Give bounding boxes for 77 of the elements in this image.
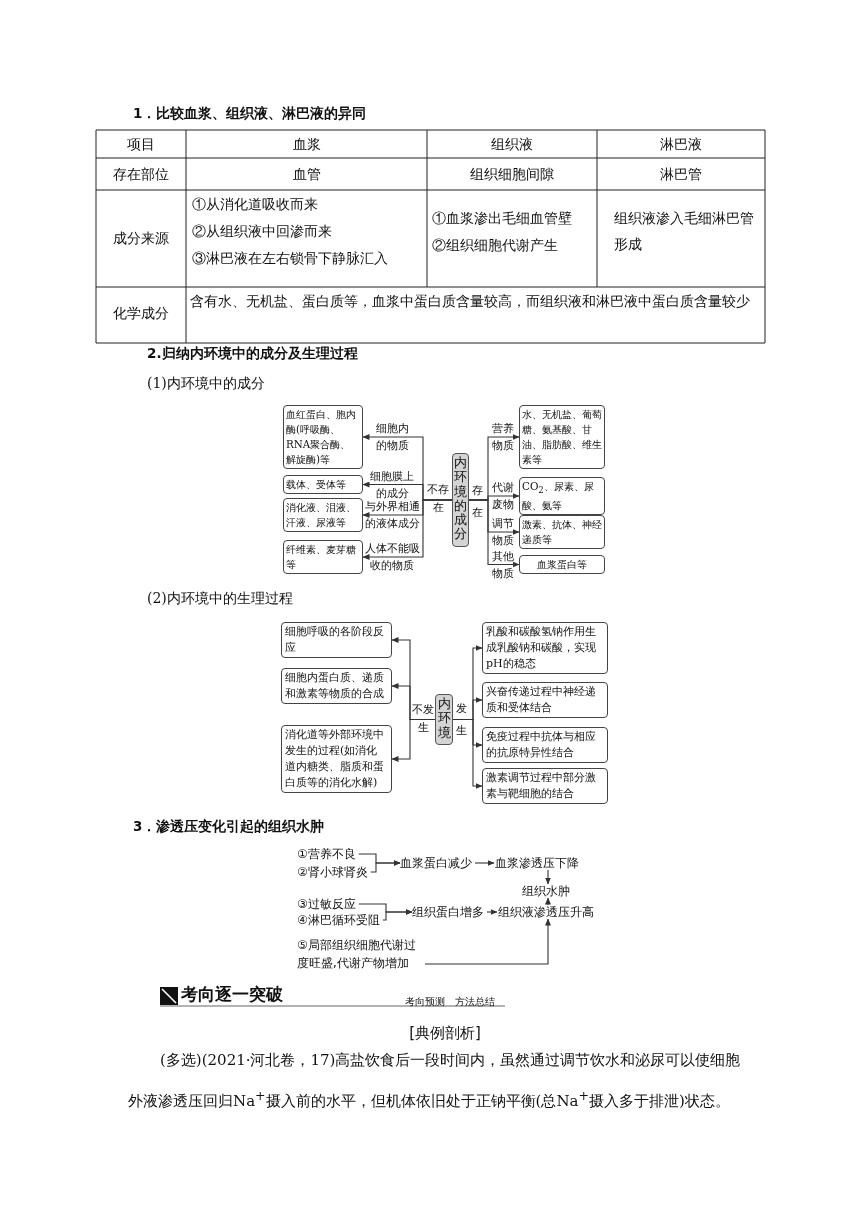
content-box: 激素、抗体、神经递质等 (519, 515, 605, 549)
example-heading: [典例剖析] (408, 1023, 482, 1043)
arrow (468, 499, 520, 568)
banner-subtitle: 方法总结 (455, 995, 496, 1009)
table-cell-text: ①从消化道吸收而来 (192, 195, 319, 214)
arrow (362, 499, 453, 560)
flow-text: 血浆蛋白减少 (400, 856, 472, 870)
flow-text: ③过敏反应 (297, 897, 356, 911)
content-box: 载体、受体等 (283, 475, 363, 494)
arrow (452, 718, 483, 789)
arrow (391, 718, 436, 762)
flow-text: 组织蛋白增多 (412, 905, 484, 919)
table-cell-text: ②组织细胞代谢产生 (432, 236, 559, 255)
subsection-heading: (1)内环境中的成分 (147, 374, 266, 393)
table-cell-text: 成分来源 (112, 229, 170, 248)
table-cell-text: ①血浆渗出毛细血管壁 (432, 209, 573, 228)
table-cell-text: ②从组织液中回渗而来 (192, 222, 333, 241)
table-cell-text: 化学成分 (112, 304, 170, 323)
edge-label: 营养物质 (491, 421, 515, 453)
flow-text: 血浆渗透压下降 (495, 856, 579, 870)
section-heading: 1．比较血浆、组织液、淋巴液的异同 (133, 104, 368, 123)
content-box: 免疫过程中抗体与相应的抗原特异性结合 (482, 727, 608, 763)
content-box: 激素调节过程中部分激素与靶细胞的结合 (482, 768, 608, 804)
content-box: 乳酸和碳酸氢钠作用生成乳酸钠和碳酸，实现pH的稳态 (482, 622, 608, 674)
content-box: 血红蛋白、胞内酶(呼吸酶、RNA聚合酶、解旋酶)等 (283, 405, 363, 469)
arrow (486, 909, 498, 915)
table-header: 血浆 (291, 135, 322, 154)
section-heading: 3．渗透压变化引起的组织水肿 (133, 817, 326, 836)
table-cell-text: 血管 (291, 165, 322, 184)
section-heading: 2.归纳内环境中的成分及生理过程 (147, 344, 359, 363)
table-cell-text: 组织细胞间隙 (469, 165, 555, 184)
topic-box: 内环境 (435, 694, 453, 745)
edge-label: 代谢废物 (491, 480, 515, 512)
edge-label: 人体不能吸收的物质 (363, 541, 421, 573)
table-cell-text: 含有水、无机盐、蛋白质等，血浆中蛋白质含量较高，而组织液和淋巴液中蛋白质含量较少 (190, 292, 751, 311)
content-box: 血浆蛋白等 (519, 555, 605, 574)
banner-title: 考向逐一突破 (181, 983, 284, 1006)
subsection-heading: (2)内环境中的生理过程 (147, 589, 294, 608)
content-box: 纤维素、麦芽糖等 (283, 540, 363, 574)
edge-label: 细胞膜上的成分 (369, 468, 415, 501)
arrow (424, 918, 551, 965)
arrow (370, 860, 401, 873)
flow-text: ②肾小球肾炎 (297, 865, 368, 879)
table-cell-text: ③淋巴液在左右锁骨下静脉汇入 (192, 249, 389, 268)
content-box: 消化液、泪液、汗液、尿液等 (283, 498, 363, 532)
content-box: 兴奋传递过程中神经递质和受体结合 (482, 682, 608, 718)
flow-text: ④淋巴循环受阻 (297, 913, 380, 927)
branch-text: 不存在 (426, 482, 450, 516)
arrow (545, 897, 551, 906)
flow-text: ①营养不良 (297, 847, 356, 861)
topic-box: 内环境的成分 (452, 453, 469, 547)
flow-text: 组织液渗透压升高 (498, 905, 594, 919)
table-cell-text: 组织液渗入毛细淋巴管形成 (614, 209, 755, 254)
question-paragraph: (多选)(2021·河北卷，17)高盐饮食后一段时间内，虽然通过调节饮水和泌尿可以使细胞外液渗透压回归Na$^{+}$摄入前的水平，但机体依旧处于正钠平衡(总Na$^{+}$摄入多于排泄)状态。 (128, 1050, 742, 1112)
table-cell-text: 淋巴管 (659, 165, 703, 184)
edge-label: 与外界相通的液体成分 (363, 499, 421, 531)
arrow (545, 869, 551, 885)
banner-subtitle: 考向预测 (405, 995, 446, 1009)
edge-label: 其他物质 (491, 548, 515, 581)
flow-text: ⑤局部组织细胞代谢过度旺盛,代谢产物增加 (297, 936, 425, 972)
table-cell-text: 存在部位 (112, 165, 170, 184)
edge-label: 细胞内的物质 (374, 421, 410, 453)
arrow (474, 860, 495, 866)
branch-text: 发生 (456, 701, 467, 739)
content-box: CO$_{2}$、尿素、尿酸、氨等 (519, 477, 605, 516)
table-header: 项目 (126, 135, 156, 154)
content-box: 细胞呼吸的各阶段反应 (281, 622, 392, 658)
content-box: 消化道等外部环境中发生的过程(如消化道内糖类、脂质和蛋白质等的消化水解) (281, 725, 392, 793)
content-box: 细胞内蛋白质、递质和激素等物质的合成 (281, 668, 392, 704)
edge-label: 调节物质 (491, 516, 515, 548)
table-header: 淋巴液 (659, 135, 703, 154)
table-header: 组织液 (490, 135, 534, 154)
content-box: 水、无机盐、葡萄糖、氨基酸、甘油、脂肪酸、维生素等 (519, 405, 605, 469)
arrow (382, 909, 413, 921)
flow-text: 组织水肿 (522, 884, 570, 898)
branch-text: 不发生 (411, 702, 435, 736)
branch-text: 存在 (472, 483, 483, 521)
